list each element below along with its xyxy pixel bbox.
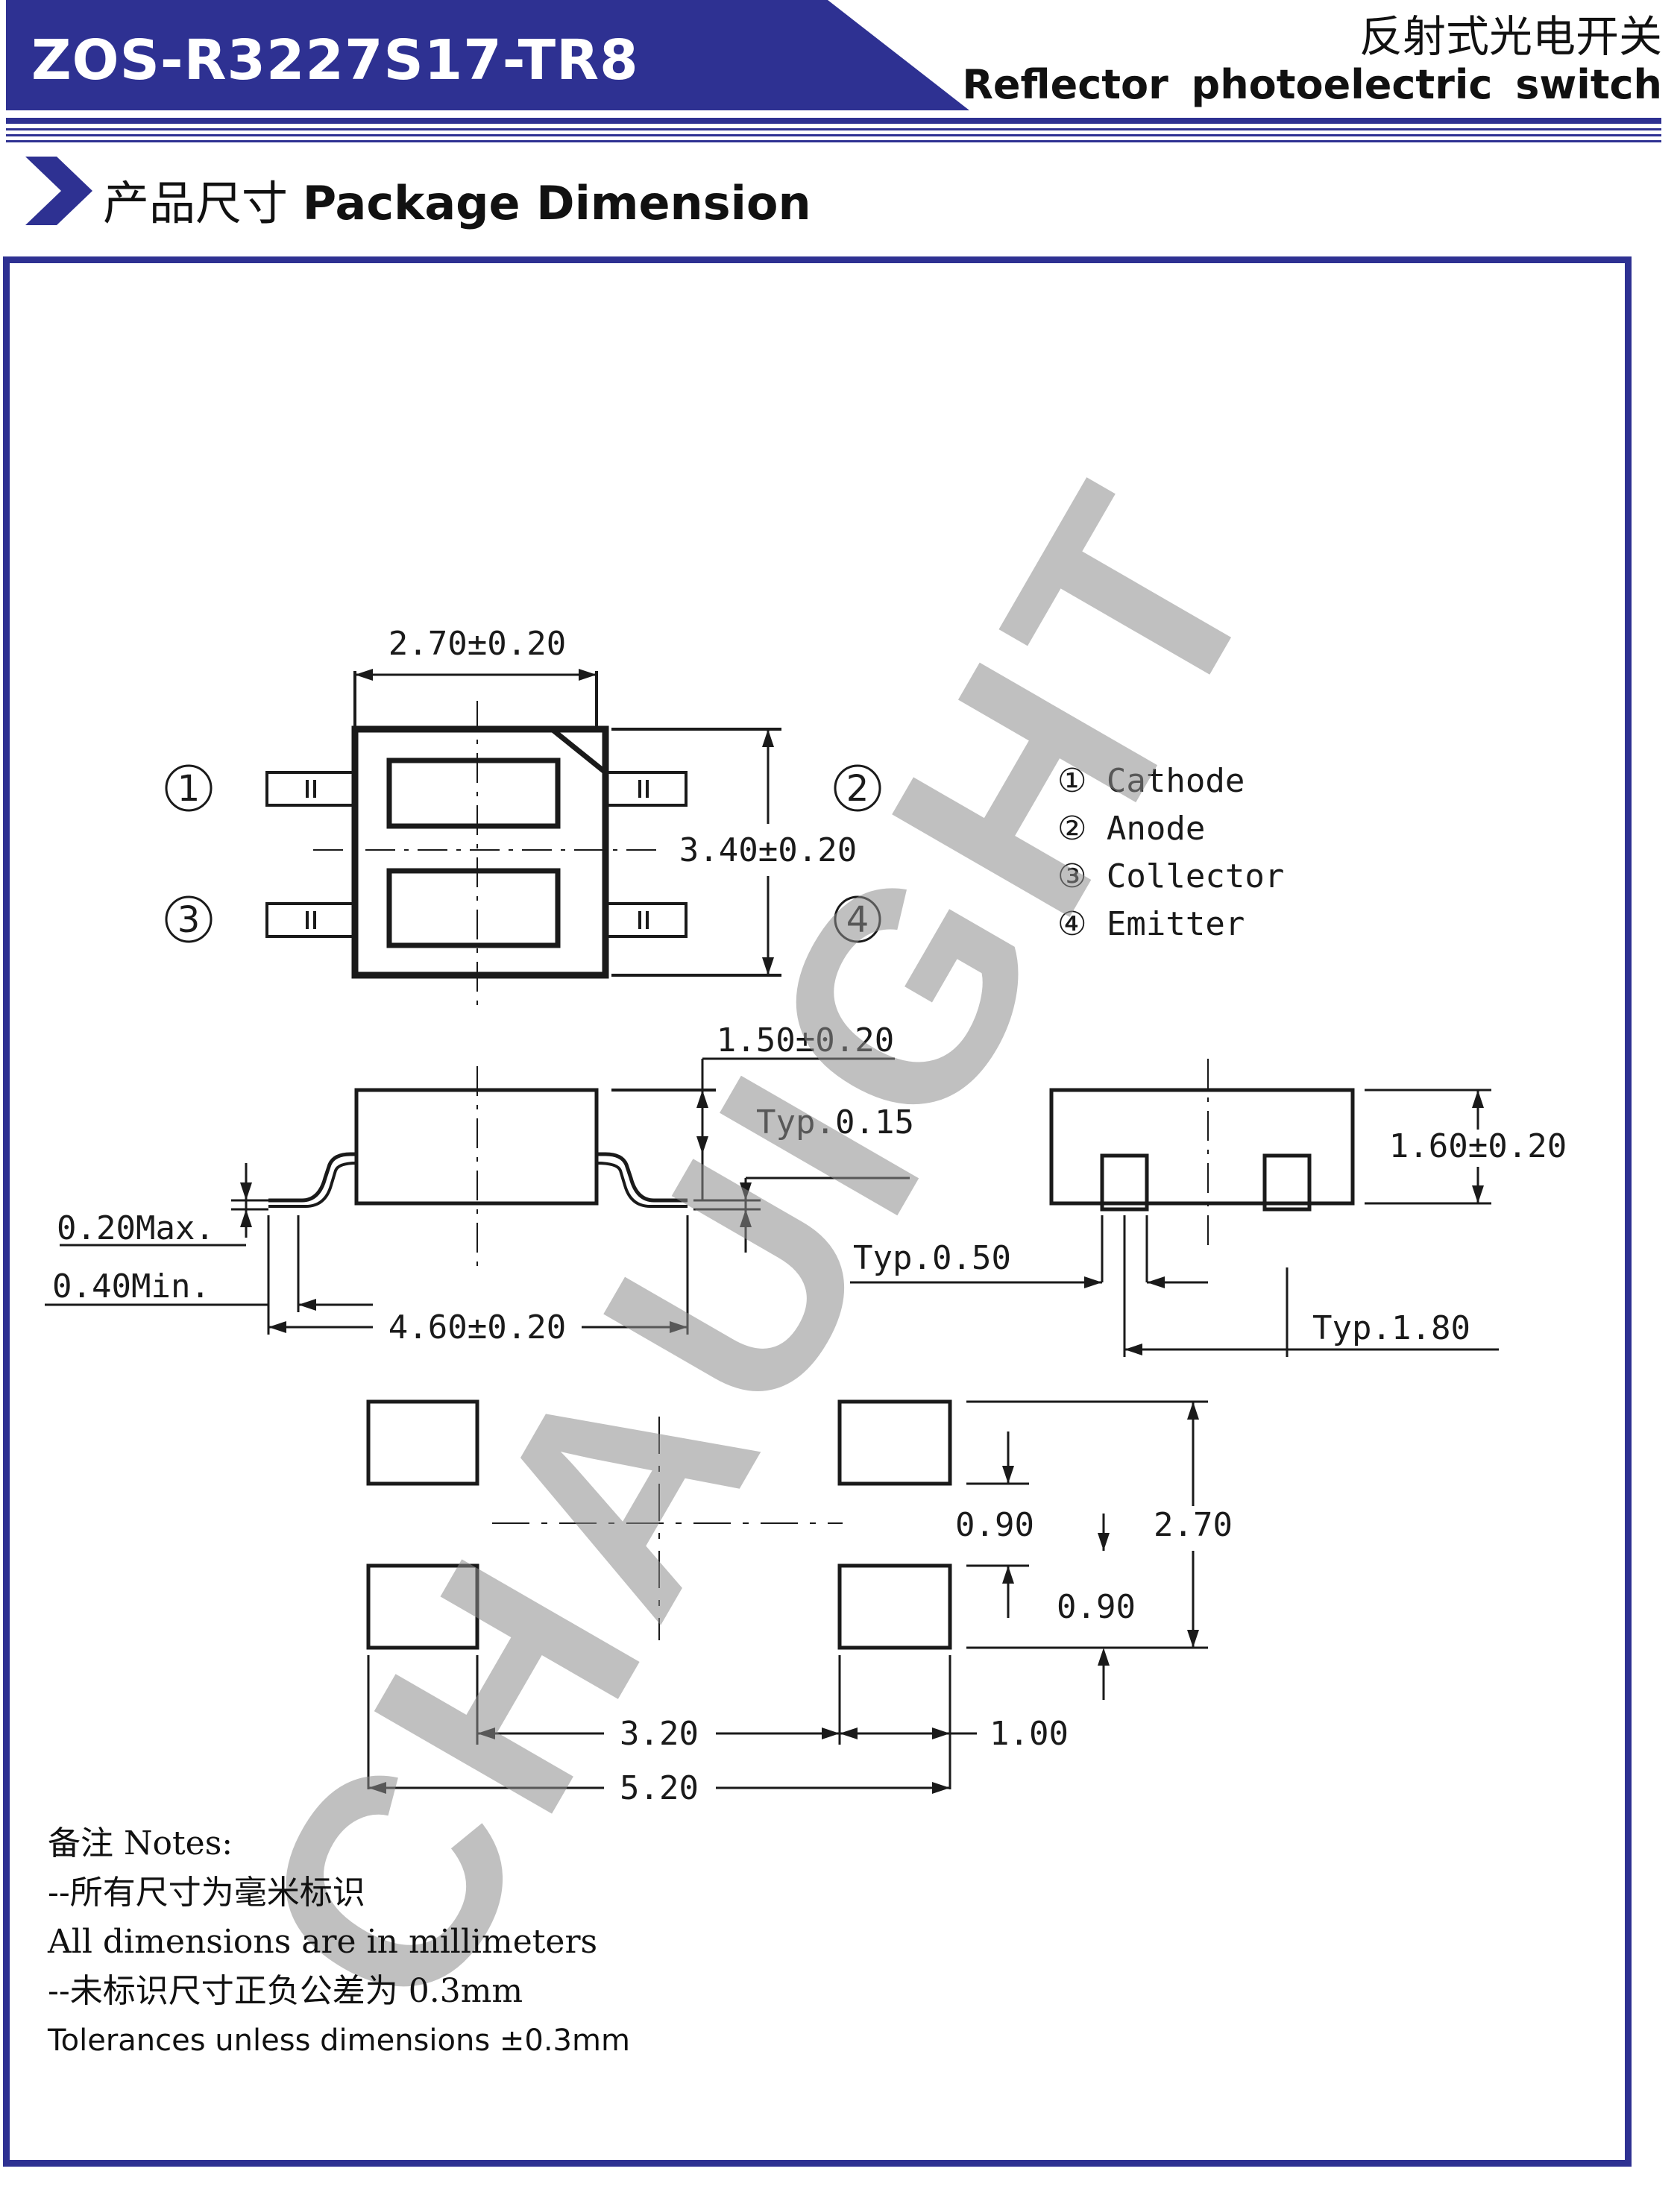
- pin3-circle: [165, 895, 213, 943]
- dim-pad-090-b: 0.90: [1057, 1588, 1136, 1626]
- dim-pad-090-a: 0.90: [955, 1506, 1034, 1544]
- header-rule-thin-2: [6, 134, 1661, 136]
- pin4-number: 4: [846, 899, 869, 941]
- pin-legend-4: ④ Emitter: [1057, 905, 1245, 943]
- pin1-number: 1: [177, 768, 201, 810]
- notes-line2-cn: --未标识尺寸正负公差为 0.3mm: [48, 1972, 523, 2010]
- front-lead-left: [268, 1152, 356, 1203]
- section-title: 产品尺寸 Package Dimension: [103, 166, 811, 233]
- pin-legend-2: ② Anode: [1057, 810, 1205, 848]
- pin4-circle: [834, 895, 881, 943]
- pin2-number: 2: [846, 768, 869, 810]
- notes-line2-en: Tolerances unless dimensions ±0.3mm: [48, 2023, 630, 2058]
- dim-pad-270: 2.70: [1154, 1506, 1233, 1544]
- dim-lead-thickness: Typ.0.15: [756, 1103, 914, 1141]
- header-rule-thick: [6, 118, 1661, 124]
- notes-line1-en: All dimensions are in millimeters: [48, 1923, 598, 1961]
- top-body-outline: [351, 725, 609, 979]
- pin3-number: 3: [177, 899, 201, 941]
- section-title-en: Package Dimension: [302, 176, 811, 230]
- dim-typ-050: Typ.0.50: [853, 1239, 1011, 1277]
- dim-top-height: 3.40±0.20: [679, 831, 857, 869]
- dim-overall-length: 4.60±0.20: [388, 1308, 566, 1347]
- pin1-circle: [165, 764, 213, 812]
- notes-line1-cn: --所有尺寸为毫米标识: [48, 1874, 365, 1912]
- part-number: ZOS-R3227S17-TR8: [31, 28, 639, 92]
- pin1-chamfer: [550, 727, 608, 775]
- dim-pad-520: 5.20: [620, 1769, 699, 1807]
- dim-body-height: 1.50±0.20: [717, 1021, 894, 1059]
- lens-window-upper: [386, 758, 561, 829]
- side-body-outline: [1049, 1088, 1355, 1206]
- pad-1: [366, 1399, 479, 1486]
- dim-top-width: 2.70±0.20: [388, 625, 566, 663]
- dim-standoff: 0.20Max.: [57, 1209, 215, 1247]
- pin-legend-1: ① Cathode: [1057, 762, 1245, 800]
- drawing-frame: [3, 256, 1632, 2167]
- header-blue-tab: [6, 0, 969, 110]
- notes-heading: 备注 Notes:: [48, 1824, 233, 1862]
- lens-window-lower: [386, 868, 561, 948]
- side-lead-left: [1100, 1153, 1149, 1212]
- product-name-en: Reflector photoelectric switch: [962, 61, 1662, 108]
- lead-pin3: [265, 902, 356, 938]
- lead-pin2: [604, 771, 688, 807]
- dim-lead-length: 0.40Min.: [52, 1267, 210, 1305]
- dim-typ-180: Typ.1.80: [1312, 1309, 1470, 1347]
- lead-pin1: [265, 771, 356, 807]
- pin-legend-3: ③ Collector: [1057, 857, 1284, 895]
- pin2-circle: [834, 764, 881, 812]
- dim-pad-100: 1.00: [990, 1715, 1069, 1753]
- header-banner: [6, 0, 969, 110]
- section-arrow-icon: [25, 157, 92, 225]
- lead-pin4: [604, 902, 688, 938]
- notes-block: 备注 Notes: --所有尺寸为毫米标识 All dimensions are…: [48, 1819, 630, 2065]
- front-lead-right: [597, 1152, 688, 1203]
- dim-pad-320: 3.20: [620, 1715, 699, 1753]
- pad-2: [837, 1399, 952, 1486]
- pad-4: [837, 1563, 952, 1650]
- header-rule-thin-3: [6, 140, 1661, 142]
- pad-3: [366, 1563, 479, 1650]
- header-rule-thin-1: [6, 128, 1661, 130]
- section-title-cn: 产品尺寸: [103, 176, 289, 230]
- side-lead-right: [1262, 1153, 1312, 1212]
- product-name-cn: 反射式光电开关: [1359, 11, 1662, 62]
- dim-side-height: 1.60±0.20: [1389, 1127, 1567, 1165]
